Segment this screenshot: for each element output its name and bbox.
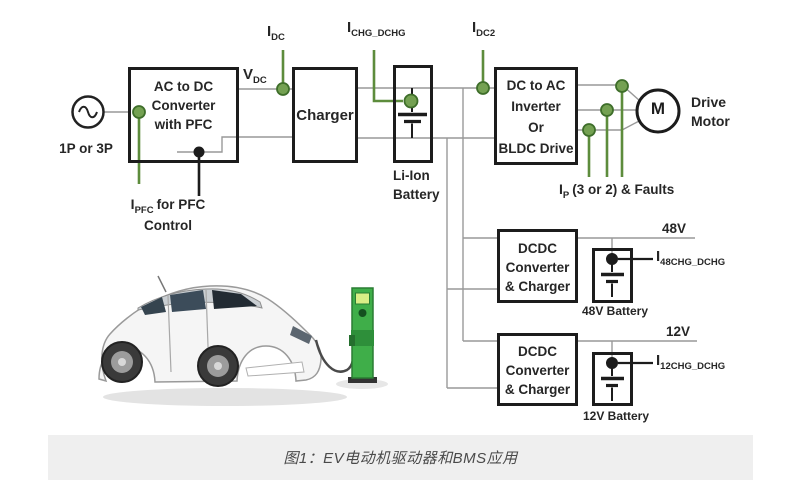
signal-sub: CHG_DCHG <box>351 28 406 39</box>
label-i12chg-dchg: I12CHG_DCHG <box>656 352 725 372</box>
signal-main: I <box>559 181 563 197</box>
block-dcdc-converter-48: DCDC Converter & Charger <box>497 229 578 303</box>
label-i48chg-dchg: I48CHG_DCHG <box>656 248 725 268</box>
block-text-line: DCDC <box>518 241 557 256</box>
block-text-line: Inverter <box>511 99 561 114</box>
label-ipfc-line2: Control <box>144 217 192 233</box>
signal-main: V <box>243 66 254 83</box>
label-idc: IDC <box>267 23 285 43</box>
label-line: Battery <box>393 187 440 202</box>
signal-main: I <box>267 23 272 40</box>
block-ac-dc-converter: AC to DC Converter with PFC <box>128 67 239 163</box>
label-line: Li-Ion <box>393 168 430 183</box>
signal-sub: 48CHG_DCHG <box>660 257 726 268</box>
block-text-line: Converter <box>151 98 216 113</box>
ac-source-icon <box>71 95 105 129</box>
block-text-line: Charger <box>296 106 354 124</box>
block-dc-ac-inverter: DC to AC Inverter Or BLDC Drive <box>494 67 578 165</box>
signal-sub: 12CHG_DCHG <box>660 361 726 372</box>
figure-caption: 图1：EV电动机驱动器和BMS应用 <box>283 450 518 467</box>
block-text-line: BLDC Drive <box>498 141 574 156</box>
block-text-line: AC to DC <box>153 79 214 94</box>
label-line: Motor <box>691 113 730 129</box>
block-dcdc-converter-12: DCDC Converter & Charger <box>497 333 578 406</box>
signal-rest: for PFC <box>156 197 206 212</box>
label-12v-rail: 12V <box>666 324 691 339</box>
block-text-line: & Charger <box>504 382 571 397</box>
motor-icon <box>635 88 681 134</box>
label-liion-battery: Li-Ion Battery <box>393 166 440 204</box>
block-text-line: Converter <box>505 260 570 275</box>
rear-wheel-icon <box>101 341 143 383</box>
signal-sub: DC2 <box>476 28 496 39</box>
signal-sub: DC <box>271 32 285 43</box>
label-ip-faults: IP(3 or 2) & Faults <box>559 181 674 201</box>
signal-rest: (3 or 2) & Faults <box>572 182 675 197</box>
label-idc2: IDC2 <box>472 19 495 39</box>
label-48v-battery: 48V Battery <box>581 304 649 318</box>
label-source-phases: 1P or 3P <box>59 141 113 156</box>
label-vdc: VDC <box>243 66 267 86</box>
label-line: Drive <box>691 94 727 110</box>
black-sensor-dots <box>193 146 653 369</box>
signal-main: I <box>472 19 477 36</box>
signal-main: I <box>656 352 661 369</box>
battery12-symbol <box>601 368 624 401</box>
signal-main: I <box>347 19 352 36</box>
figure-caption-bar: 图1：EV电动机驱动器和BMS应用 <box>48 435 753 480</box>
charging-station-icon <box>348 287 377 383</box>
signal-sub: P <box>562 189 570 201</box>
battery48-symbol <box>601 264 624 297</box>
label-48v-rail: 48V <box>662 221 687 236</box>
charging-cable <box>314 339 355 373</box>
label-ichg-dchg: ICHG_DCHG <box>347 19 406 39</box>
motor-symbol: M <box>650 99 666 118</box>
car-illustration <box>98 275 388 406</box>
front-wheel-icon <box>197 345 239 387</box>
green-sensor-dots <box>132 79 629 137</box>
label-drive-motor: Drive Motor <box>691 93 730 131</box>
green-sensor-stems <box>137 50 624 184</box>
block-text-line: DC to AC <box>506 78 566 93</box>
signal-sub: DC <box>253 75 267 86</box>
block-12v-battery-box <box>592 352 633 406</box>
block-text-line: Converter <box>505 363 570 378</box>
block-text-line: with PFC <box>154 117 213 132</box>
block-liion-battery-box <box>393 65 433 163</box>
block-text-line: Or <box>528 120 544 135</box>
block-text-line: & Charger <box>504 279 571 294</box>
block-48v-battery-box <box>592 248 633 303</box>
signal-main: I <box>656 248 661 265</box>
block-charger: Charger <box>292 67 358 163</box>
signal-main: I <box>130 196 135 212</box>
block-text-line: DCDC <box>518 344 557 359</box>
label-12v-battery: 12V Battery <box>582 409 650 423</box>
signal-sub: PFC <box>134 204 154 216</box>
